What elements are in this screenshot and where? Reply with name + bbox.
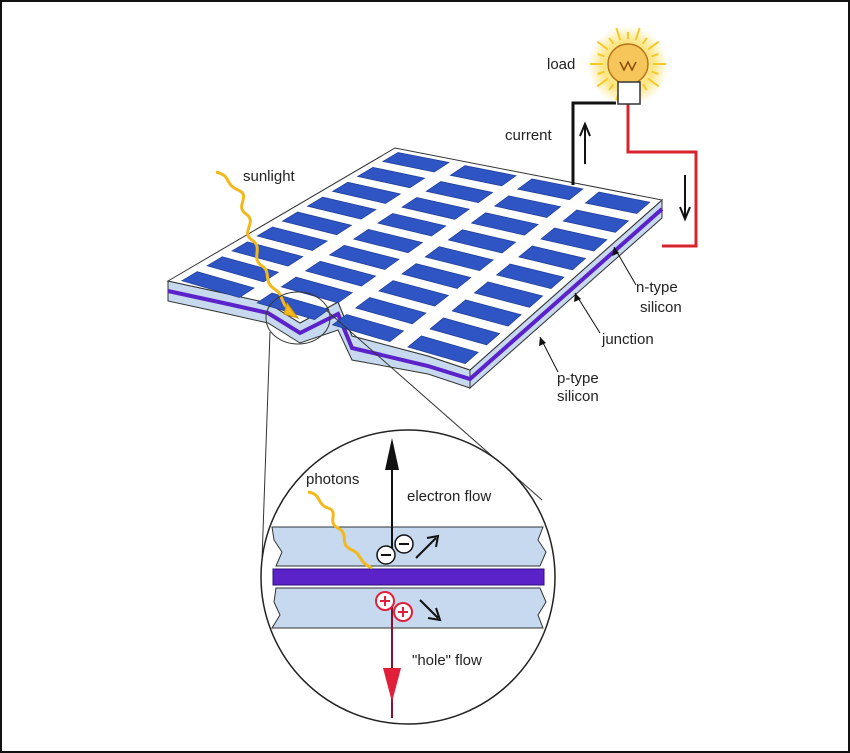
- external-circuit: current: [505, 101, 698, 248]
- solar-cell: [354, 297, 427, 325]
- bulb-glow-ray: [596, 77, 609, 88]
- plus-circle-icon: [393, 602, 413, 622]
- bulb-glow-ray: [597, 53, 605, 58]
- solar-cell: [518, 245, 587, 271]
- bulb-glow-ray: [651, 70, 659, 75]
- load-label: load: [547, 56, 575, 73]
- zoom-source-circle: [265, 291, 331, 345]
- solar-cell: [356, 166, 426, 189]
- solar-cell: [470, 212, 539, 236]
- solar-cell: [473, 281, 544, 308]
- solar-cell: [562, 209, 630, 233]
- solar-cell: [584, 191, 651, 214]
- junction-band: [272, 568, 545, 586]
- solar-cell: [256, 226, 329, 251]
- solar-cell: [231, 241, 304, 267]
- p-type-label-line1: p-type: [557, 370, 599, 387]
- p-type-label-line2: silicon: [557, 388, 599, 405]
- junction-label: junction: [601, 331, 654, 348]
- minus-circle-icon: [394, 534, 414, 554]
- solar-cell: [304, 260, 377, 287]
- solar-cell: [352, 228, 424, 254]
- solar-cell: [451, 299, 522, 327]
- bulb-glow-ray: [608, 83, 615, 91]
- current-up-arrow: [579, 121, 591, 164]
- sunlight-label: sunlight: [243, 168, 296, 185]
- solar-cell: [401, 197, 471, 220]
- hole-motion-arrow: [419, 599, 442, 622]
- solar-cell: [407, 335, 479, 365]
- solar-cell: [331, 314, 405, 343]
- solar-cell: [401, 263, 472, 289]
- bulb-glow-ray: [596, 40, 609, 51]
- photon-ray: [307, 490, 373, 570]
- sunlight-ray-tip: [283, 301, 300, 319]
- bulb-glow-ray: [608, 37, 615, 45]
- current-down-arrow: [679, 175, 691, 222]
- solar-cell: [306, 196, 377, 220]
- solar-cell: [281, 211, 353, 236]
- solar-cell: [181, 271, 255, 298]
- solar-cell: [331, 181, 402, 204]
- bulb-glow-ray: [641, 83, 648, 91]
- current-label: current: [505, 127, 553, 144]
- solar-cell: [280, 276, 354, 304]
- solar-cell: [377, 213, 447, 237]
- n-type-label-line1: n-type: [636, 279, 678, 296]
- zoom-line-left: [261, 331, 271, 561]
- solar-cell: [328, 244, 400, 270]
- electron-flow-label: electron flow: [407, 488, 491, 505]
- solar-cell: [381, 152, 450, 173]
- solar-cell: [429, 317, 501, 346]
- photons-label: photons: [306, 471, 359, 488]
- junction-line: [167, 207, 664, 382]
- solar-cell: [378, 280, 450, 307]
- solar-cell: [493, 195, 562, 218]
- n-type-label-line2: silicon: [640, 299, 682, 316]
- solar-cell: [449, 165, 517, 187]
- bulb-glow-ray: [634, 27, 641, 41]
- electron-motion-arrow: [415, 534, 440, 559]
- bulb-glow-ray: [647, 40, 660, 51]
- sunlight-ray: [215, 170, 293, 314]
- minus-circle-icon: [376, 545, 396, 565]
- solar-cell: [206, 256, 280, 283]
- hole-flow-label: "hole" flow: [412, 652, 482, 669]
- solar-cell: [447, 229, 517, 254]
- solar-cell: [495, 263, 565, 290]
- black-wire: [571, 101, 616, 185]
- solar-cell: [516, 178, 584, 201]
- bulb-glow-ray: [615, 27, 622, 41]
- solar-panel: [166, 147, 664, 390]
- light-bulb-icon: [588, 26, 668, 106]
- solar-cell: [424, 246, 494, 272]
- bulb-glow-ray: [651, 53, 659, 58]
- plus-circle-icon: [375, 591, 395, 611]
- bulb-glow-ray: [597, 70, 605, 75]
- bulb-glow-ray: [641, 37, 648, 45]
- solar-cell: [540, 227, 608, 252]
- red-wire: [626, 103, 698, 248]
- solar-cell-grid: [181, 152, 651, 365]
- bulb-glow-ray: [647, 77, 660, 88]
- solar-cell: [425, 181, 494, 204]
- magnified-view: electron flow "hole" flow photons: [260, 429, 556, 725]
